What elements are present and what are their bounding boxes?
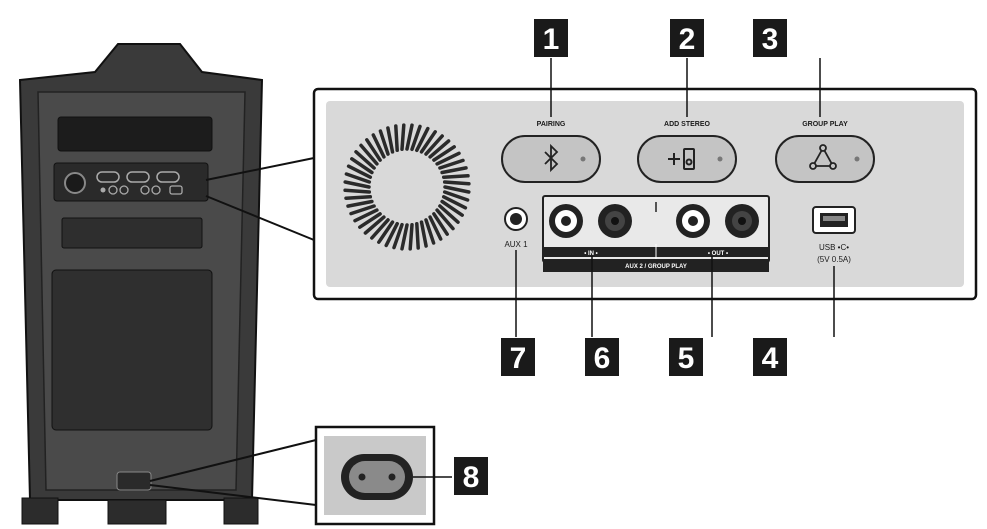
aux1-jack[interactable]: AUX 1 bbox=[504, 207, 528, 249]
grille-vent-slot bbox=[424, 134, 444, 156]
speaker-body bbox=[18, 43, 264, 525]
svg-text:8: 8 bbox=[463, 461, 480, 494]
grille-vent-slot bbox=[400, 223, 409, 251]
rca-out-white-jack[interactable] bbox=[676, 204, 710, 238]
grille-vent-slot bbox=[441, 174, 470, 179]
svg-text:3: 3 bbox=[762, 23, 779, 56]
rca-jack-block: • IN • • OUT • AUX 2 / GROUP PLAY bbox=[542, 195, 770, 272]
callout-3: 3 bbox=[753, 19, 787, 57]
grille-vent-slot bbox=[405, 123, 414, 151]
grille-vent-slot bbox=[408, 222, 414, 251]
grille-vent-slot bbox=[378, 129, 390, 156]
grille-vent-slot bbox=[370, 218, 390, 240]
usb-label: USB •C• bbox=[819, 243, 849, 252]
grille-vent-slot bbox=[432, 212, 449, 236]
add-speaker-icon bbox=[668, 148, 695, 170]
grille-vent-slot bbox=[354, 150, 376, 170]
grille-vent-slot bbox=[428, 139, 451, 159]
grille-vent-slot bbox=[365, 138, 382, 162]
add-stereo-led bbox=[717, 156, 723, 162]
add-stereo-button[interactable]: ADD STEREO bbox=[637, 121, 737, 183]
pairing-button[interactable]: PAIRING bbox=[501, 121, 601, 183]
grille-vent-slot bbox=[359, 143, 379, 166]
grille-vent-slot bbox=[424, 218, 436, 245]
svg-text:6: 6 bbox=[594, 342, 611, 375]
zoom-leader-lines bbox=[149, 157, 317, 506]
grille-vent-slot bbox=[415, 126, 430, 153]
grille-vent-slot bbox=[432, 145, 456, 162]
rca-out-label: • OUT • bbox=[708, 251, 728, 257]
grille-vent-slot bbox=[363, 215, 386, 235]
grille-vent-slot bbox=[415, 221, 420, 250]
callout-2: 2 bbox=[670, 19, 704, 57]
aux1-label: AUX 1 bbox=[504, 240, 528, 249]
grille-vent-slot bbox=[443, 185, 471, 194]
callout-8: 8 bbox=[454, 457, 488, 495]
rca-out-red-jack[interactable] bbox=[725, 204, 759, 238]
grille-vent-slot bbox=[394, 124, 399, 153]
add-stereo-label: ADD STEREO bbox=[664, 121, 710, 128]
grille-vent-slot bbox=[346, 164, 373, 179]
bluetooth-icon bbox=[544, 143, 559, 173]
grille-vent-slot bbox=[438, 204, 460, 224]
grille-vent-slot bbox=[410, 124, 422, 152]
grille-vent-slot bbox=[353, 208, 379, 223]
callout-5: 5 bbox=[669, 338, 703, 376]
svg-text:7: 7 bbox=[510, 342, 527, 375]
grille-vent-slot bbox=[346, 199, 374, 208]
grille-vent-slot bbox=[435, 151, 461, 166]
rca-in-white-jack[interactable] bbox=[549, 204, 583, 238]
pairing-led bbox=[580, 156, 586, 162]
grille-vent-slot bbox=[371, 133, 386, 159]
grille-vent-slot bbox=[442, 180, 471, 186]
grille-vent-slot bbox=[435, 208, 455, 231]
svg-text:5: 5 bbox=[678, 342, 695, 375]
grille-vent-slot bbox=[343, 180, 371, 189]
svg-text:1: 1 bbox=[543, 23, 560, 56]
grille-vent-slot bbox=[400, 123, 406, 152]
bass-port-grille bbox=[343, 123, 471, 251]
svg-text:4: 4 bbox=[762, 342, 779, 375]
usb-rating-label: (5V 0.5A) bbox=[817, 255, 851, 264]
group-play-label: GROUP PLAY bbox=[802, 121, 848, 128]
rca-in-red-jack[interactable] bbox=[598, 204, 632, 238]
grille-vent-slot bbox=[442, 190, 470, 202]
ac-power-socket[interactable] bbox=[341, 454, 413, 500]
network-triangle-icon bbox=[809, 144, 837, 170]
grille-vent-slot bbox=[441, 195, 468, 210]
usb-port[interactable]: USB •C• (5V 0.5A) bbox=[812, 206, 856, 264]
grille-vent-slot bbox=[392, 222, 404, 250]
pairing-label: PAIRING bbox=[537, 121, 566, 128]
group-play-button[interactable]: GROUP PLAY bbox=[775, 121, 875, 183]
grille-vent-slot bbox=[438, 158, 465, 170]
group-play-led bbox=[854, 156, 860, 162]
rear-panel-zoom: PAIRING ADD STEREO GROUP PLAY bbox=[312, 87, 978, 301]
power-socket-zoom bbox=[314, 425, 436, 526]
svg-text:2: 2 bbox=[679, 23, 696, 56]
aux2-group-play-label: AUX 2 / GROUP PLAY bbox=[625, 264, 687, 270]
grille-vent-slot bbox=[350, 157, 374, 175]
callout-6: 6 bbox=[585, 338, 619, 376]
callout-7: 7 bbox=[501, 338, 535, 376]
grille-vent-slot bbox=[349, 204, 376, 216]
grille-vent-slot bbox=[377, 220, 395, 244]
grille-vent-slot bbox=[358, 212, 382, 229]
grille-vent-slot bbox=[386, 126, 395, 154]
callout-leader-lines bbox=[413, 58, 835, 478]
callout-1: 1 bbox=[534, 19, 568, 57]
grille-vent-slot bbox=[440, 199, 464, 217]
grille-vent-slot bbox=[440, 166, 468, 175]
grille-vent-slot bbox=[384, 221, 399, 248]
grille-vent-slot bbox=[344, 195, 373, 200]
grille-vent-slot bbox=[428, 215, 443, 241]
callout-4: 4 bbox=[753, 338, 787, 376]
grille-vent-slot bbox=[344, 172, 372, 184]
grille-vent-slot bbox=[343, 188, 372, 194]
grille-vent-slot bbox=[419, 130, 437, 154]
grille-vent-slot bbox=[419, 220, 428, 248]
rca-in-label: • IN • bbox=[584, 251, 598, 257]
